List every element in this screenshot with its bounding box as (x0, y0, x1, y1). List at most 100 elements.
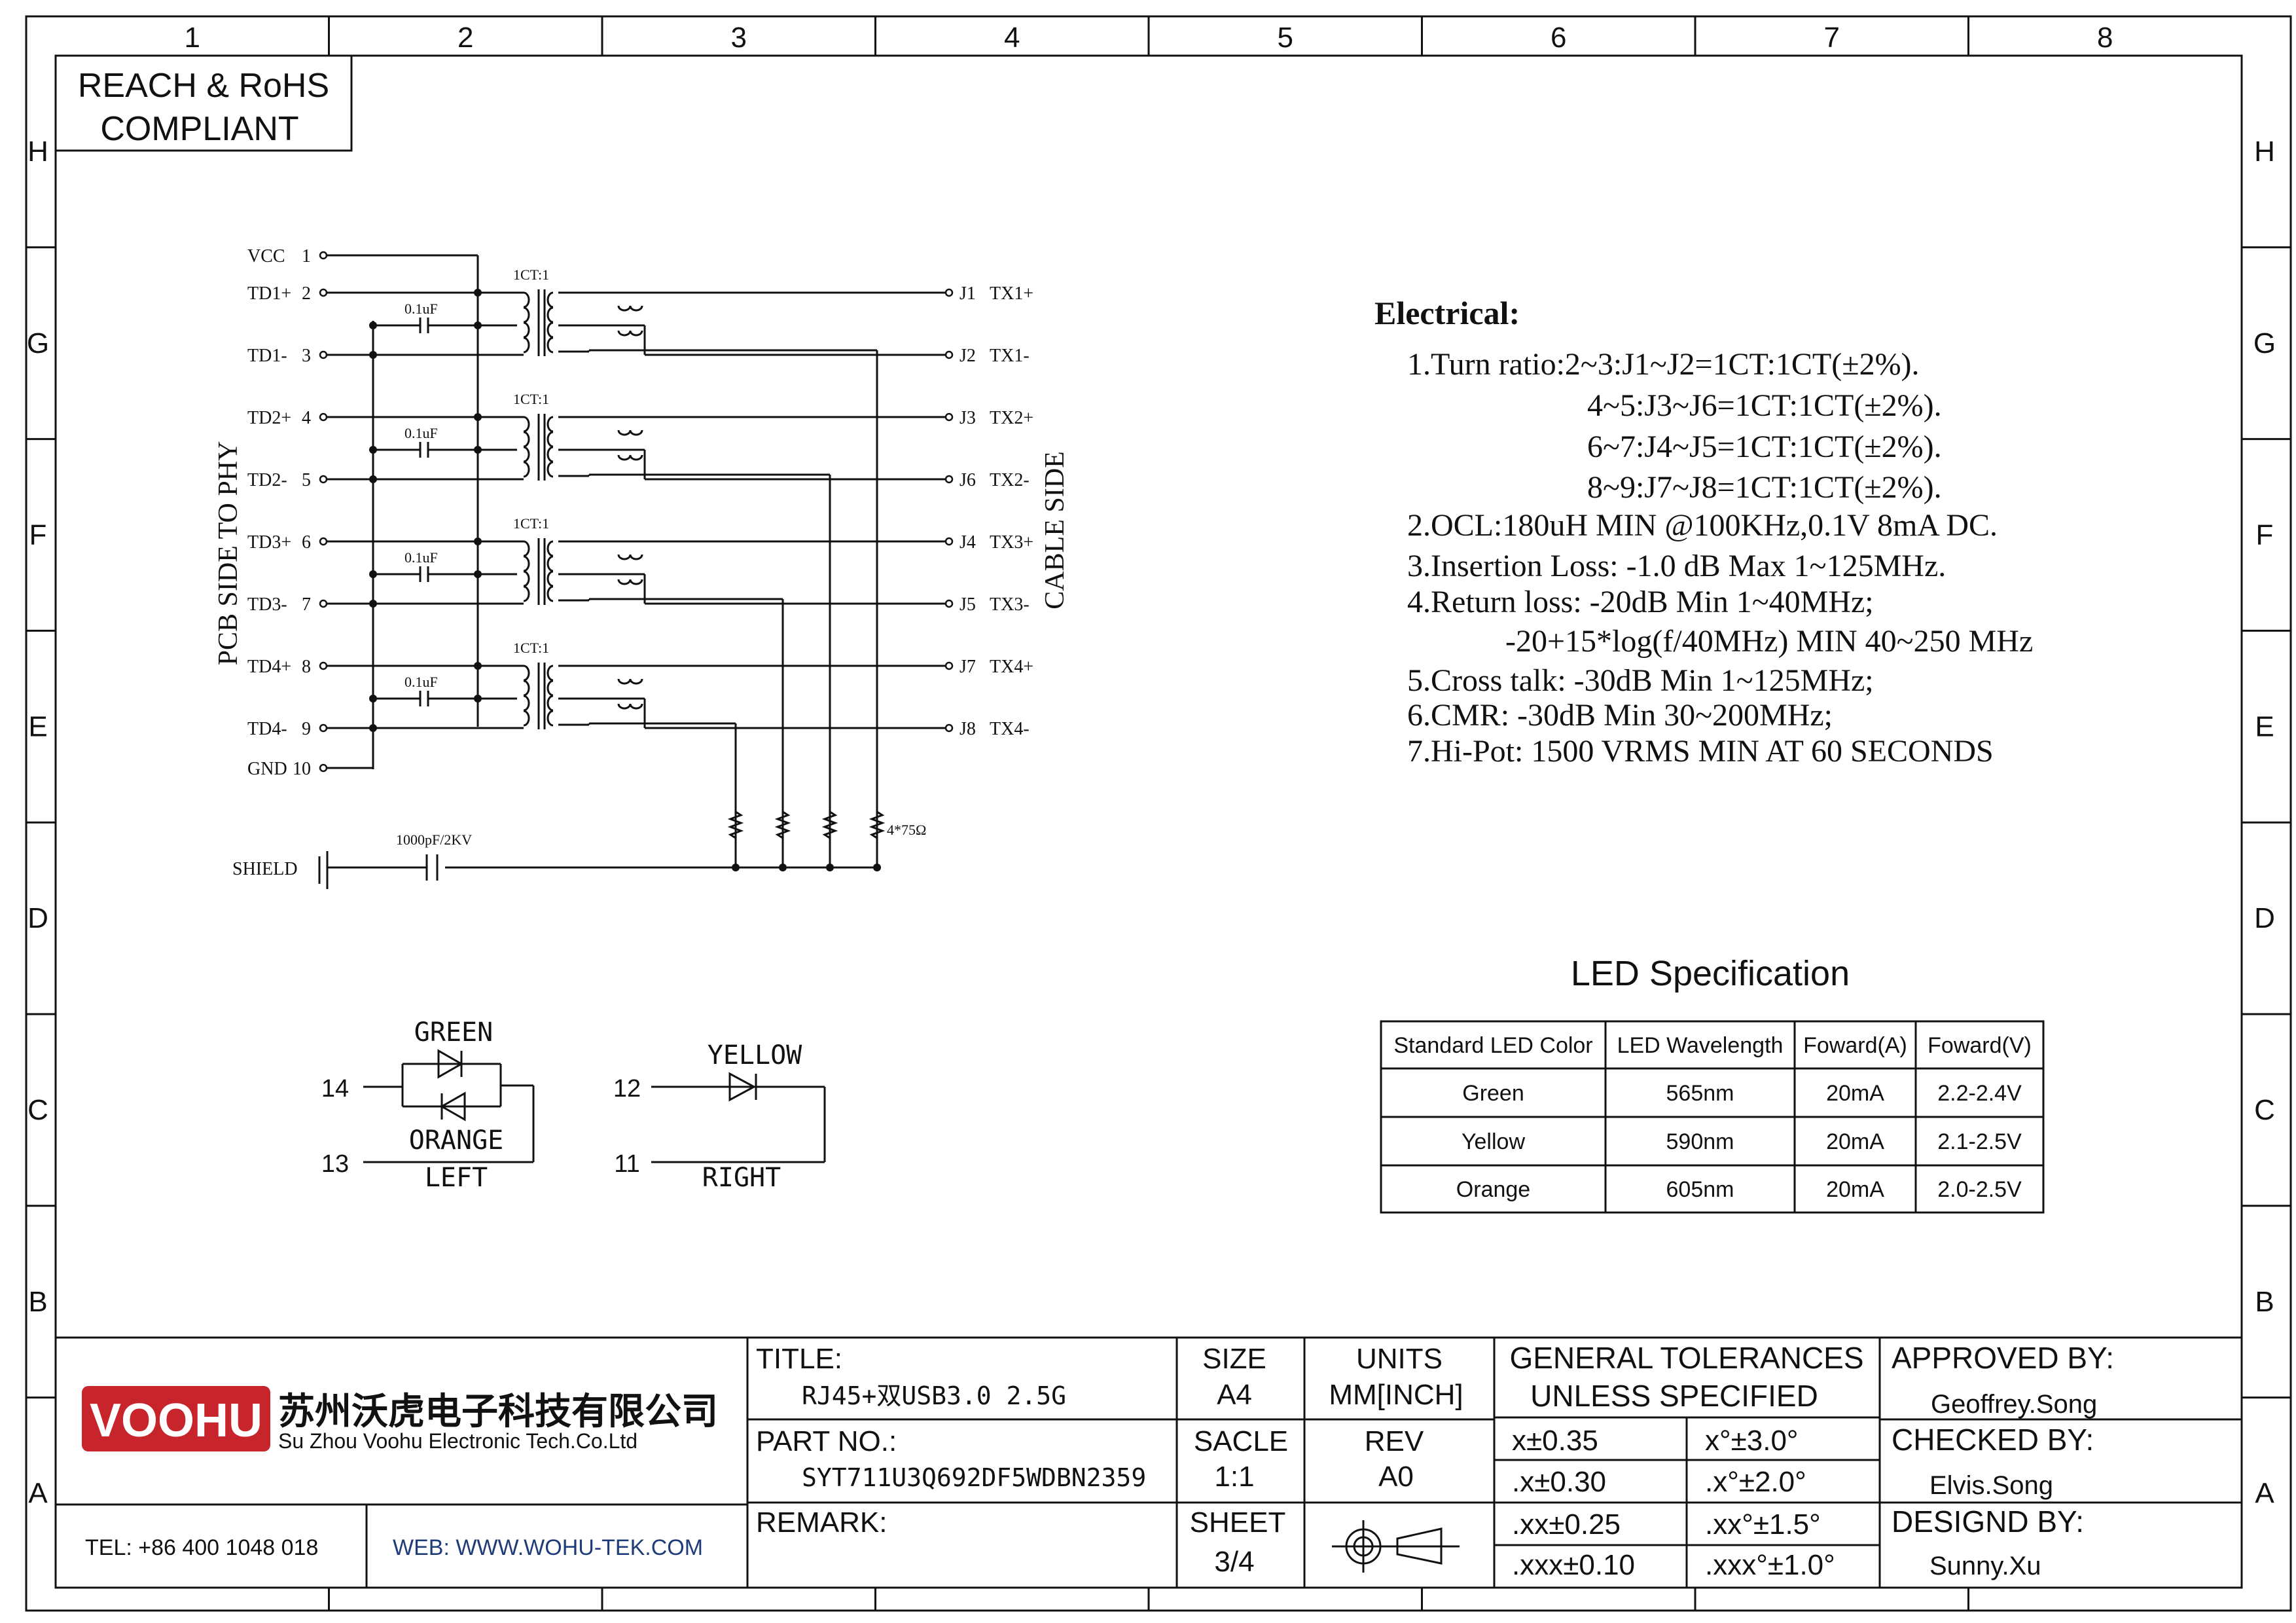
capacitor-label: 0.1uF (404, 301, 438, 317)
cable-side-label: CABLE SIDE (1040, 451, 1070, 610)
pin-name-right: J3 (960, 408, 976, 428)
row-marker-left: F (29, 519, 47, 551)
table-cell: 20mA (1826, 1177, 1884, 1202)
designed-value: Sunny.Xu (1929, 1552, 2041, 1580)
tolerance-angular: .x°±2.0° (1705, 1466, 1806, 1498)
row-marker-left: C (27, 1094, 48, 1126)
table-cell: Green (1462, 1081, 1524, 1106)
table-cell: 2.1-2.5V (1937, 1129, 2022, 1154)
company-tel: TEL: +86 400 1048 018 (85, 1535, 318, 1560)
tolerance-linear: .xxx±0.10 (1512, 1549, 1635, 1581)
pin-name-left: TD4+ (247, 657, 291, 677)
compliance-line1: REACH & RoHS (78, 67, 329, 105)
table-cell: 590nm (1666, 1129, 1734, 1154)
junction-dot (474, 413, 482, 421)
table-cell: 2.0-2.5V (1937, 1177, 2022, 1202)
junction-dot (474, 662, 482, 670)
led-right-caption: RIGHT (702, 1163, 781, 1193)
pin-name-right: J4 (960, 532, 976, 553)
logo-text: VOOHU (90, 1395, 262, 1447)
pin-signal-right: TX2- (990, 470, 1030, 490)
pin-terminal (944, 412, 954, 422)
shield-label: SHIELD (232, 859, 298, 879)
pin-terminal (944, 475, 954, 484)
junction-dot (369, 321, 377, 329)
junction-dot (369, 724, 377, 732)
row-marker-right: E (2255, 710, 2274, 742)
row-marker-right: H (2254, 136, 2275, 168)
transformer-schematic (318, 255, 878, 889)
table-cell: Yellow (1462, 1129, 1525, 1154)
column-marker: 6 (1551, 22, 1566, 54)
pin-terminal (319, 661, 328, 670)
pin-terminal (319, 723, 328, 733)
row-marker-right: F (2256, 519, 2274, 551)
led-right-color: YELLOW (708, 1040, 802, 1070)
pin-terminal (944, 599, 954, 608)
table-cell: Orange (1456, 1177, 1530, 1202)
led-right-pin-bottom: 11 (614, 1150, 639, 1178)
scale-label: SACLE (1194, 1425, 1288, 1457)
outer-frame (25, 15, 2292, 1612)
pin-terminal (944, 288, 954, 297)
sheet-label: SHEET (1190, 1506, 1286, 1539)
pin-number-left: 1 (302, 246, 311, 266)
row-marker-right: A (2255, 1478, 2274, 1510)
approved-label: APPROVED BY: (1892, 1341, 2114, 1375)
pin-name-left: GND (247, 759, 287, 779)
column-marker: 8 (2097, 22, 2113, 54)
tolerance-linear: x±0.35 (1512, 1425, 1598, 1457)
row-marker-left: E (28, 710, 47, 742)
table-cell: 605nm (1666, 1177, 1734, 1202)
company-web: WEB: WWW.WOHU-TEK.COM (393, 1535, 703, 1560)
junction-dot (779, 864, 787, 871)
junction-dot (474, 538, 482, 545)
pin-name-right: J8 (960, 719, 976, 739)
checked-label: CHECKED BY: (1892, 1423, 2094, 1457)
pin-terminal (319, 412, 328, 422)
table-header-cell: Foward(V) (1928, 1033, 2032, 1058)
rev-value: A0 (1378, 1461, 1414, 1493)
junction-dot (369, 600, 377, 608)
led-left-top-color: GREEN (414, 1017, 493, 1048)
size-value: A4 (1217, 1379, 1252, 1411)
table-header-cell: Foward(A) (1803, 1033, 1907, 1058)
pin-name-left: TD1- (247, 346, 287, 366)
transformer-label: 1CT:1 (513, 640, 549, 656)
compliance-line2: COMPLIANT (100, 110, 298, 148)
projection-symbol-icon (1332, 1520, 1460, 1573)
junction-dot (474, 570, 482, 578)
led-left-pin-top: 14 (321, 1075, 349, 1103)
pin-name-right: J7 (960, 657, 976, 677)
title-label: TITLE: (756, 1343, 842, 1375)
pin-terminal (319, 599, 328, 608)
pin-number-left: 4 (302, 408, 311, 428)
company-name-cn: 苏州沃虎电子科技有限公司 (278, 1391, 718, 1432)
pin-number-left: 6 (302, 532, 311, 553)
pin-signal-right: TX3- (990, 594, 1030, 615)
electrical-spec-line: -20+15*log(f/40MHz) MIN 40~250 MHz (1505, 624, 2033, 659)
table-header-cell: Standard LED Color (1393, 1033, 1592, 1058)
resistor-label: 4*75Ω (887, 822, 926, 838)
approved-value: Geoffrey.Song (1931, 1390, 2097, 1419)
row-marker-right: G (2253, 327, 2276, 359)
pin-name-left: TD4- (247, 719, 287, 739)
junction-dot (369, 475, 377, 483)
checked-value: Elvis.Song (1929, 1471, 2053, 1500)
capacitor-label: 0.1uF (404, 549, 438, 566)
column-marker: 1 (185, 22, 200, 54)
title-block (56, 1336, 2242, 1588)
row-marker-left: G (27, 327, 49, 359)
part-no-label: PART NO.: (756, 1425, 897, 1457)
electrical-spec-list: 1.Turn ratio:2~3:J1~J2=1CT:1CT(±2%).4~5:… (1407, 347, 2033, 769)
electrical-spec-line: 7.Hi-Pot: 1500 VRMS MIN AT 60 SECONDS (1407, 734, 1994, 769)
junction-dot (474, 321, 482, 329)
shield-cap-label: 1000pF/2KV (396, 831, 472, 848)
junction-dot (369, 695, 377, 702)
junction-dot (826, 864, 834, 871)
pin-name-right: J1 (960, 283, 976, 304)
pin-name-left: TD2+ (247, 408, 291, 428)
scale-value: 1:1 (1214, 1461, 1254, 1493)
